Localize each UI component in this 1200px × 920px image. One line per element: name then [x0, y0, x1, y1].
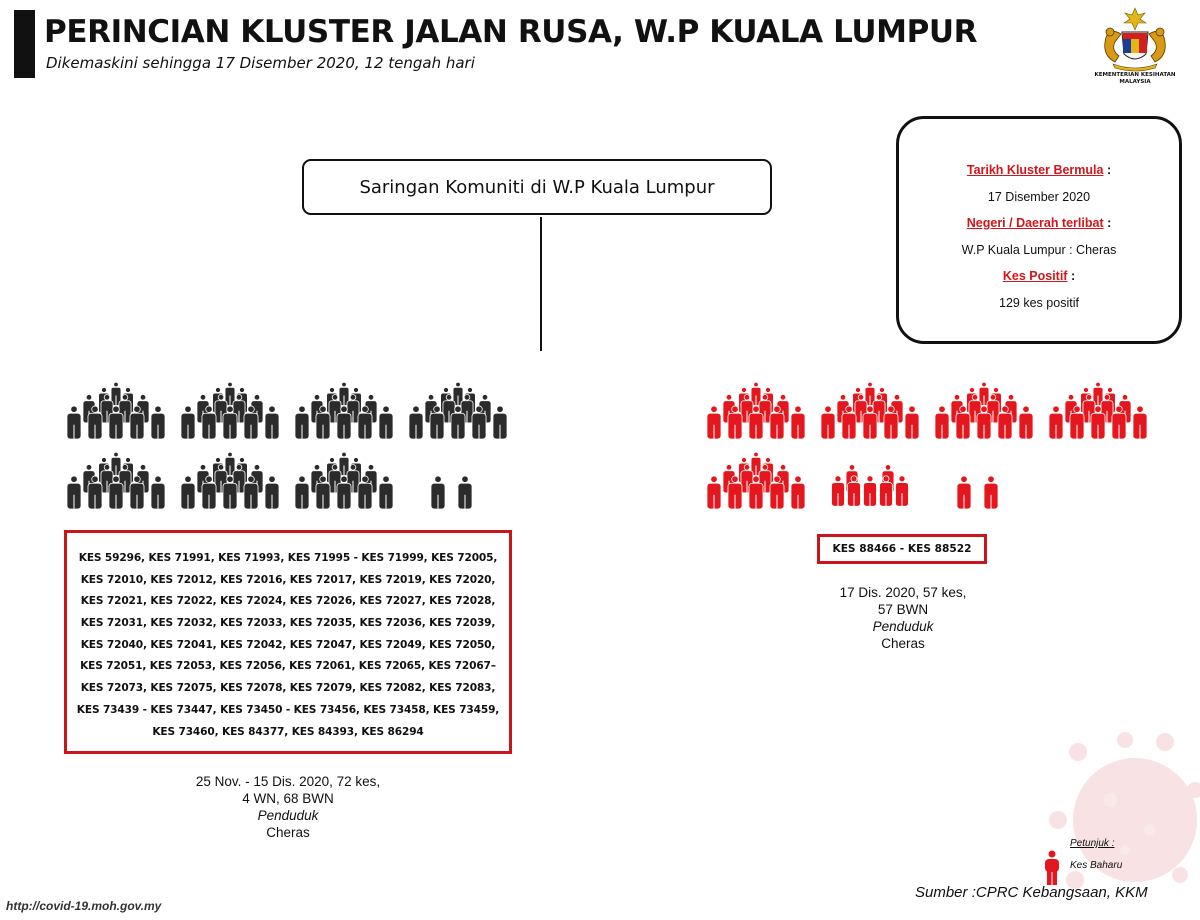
info-item-positive: Kes Positif :: [1002, 269, 1076, 283]
crowd-10-cases-icon: [66, 451, 166, 510]
person-1-case-icon: [956, 475, 972, 510]
case-list-line: KES 73439 - KES 73447, KES 73450 - KES 7…: [76, 703, 500, 716]
page-subtitle: Dikemaskini sehingga 17 Disember 2020, 1…: [46, 54, 475, 72]
title-accent-bar: [14, 10, 35, 78]
data-source: Sumber :CPRC Kebangsaan, KKM: [915, 884, 1148, 901]
coat-of-arms-icon: [1104, 7, 1166, 72]
ministry-logo: KEMENTERIAN KESIHATAN MALAYSIA: [1085, 6, 1185, 90]
tree-connector-line: [540, 217, 542, 351]
crowd-10-cases-icon: [66, 381, 166, 440]
group-category: Penduduk: [872, 619, 934, 634]
group-nationality: 4 WN, 68 BWN: [242, 791, 334, 806]
case-list-line: KES 59296, KES 71991, KES 71993, KES 719…: [78, 552, 498, 564]
crowd-10-cases-icon: [294, 451, 394, 510]
crowd-10-cases-icon: [706, 381, 806, 440]
case-list-box-group-1: KES 59296, KES 71991, KES 71993, KES 719…: [64, 530, 512, 754]
case-list-line: KES 72051, KES 72053, KES 72056, KES 720…: [80, 660, 496, 673]
cluster-info-box: Tarikh Kluster Bermula : 17 Disember 202…: [896, 116, 1182, 344]
crowd-10-cases-icon: [934, 381, 1034, 440]
case-list-line: KES 72031, KES 72032, KES 72033, KES 720…: [80, 617, 496, 630]
case-list-line: KES 73460, KES 84377, KES 84393, KES 862…: [152, 725, 424, 738]
crowd-10-cases-icon: [180, 451, 280, 510]
group-nationality: 57 BWN: [877, 602, 929, 617]
case-list-line: KES 72021, KES 72022, KES 72024, KES 720…: [80, 595, 496, 608]
group-date-count: 25 Nov. - 15 Dis. 2020, 72 kes,: [195, 774, 381, 789]
info-value: W.P Kuala Lumpur : Cheras: [961, 242, 1117, 257]
case-list-line: KES 72010, KES 72012, KES 72016, KES 720…: [80, 573, 496, 586]
legend-label: Kes Baharu: [1070, 860, 1123, 871]
info-value: 17 Disember 2020: [987, 189, 1091, 204]
crowd-10-cases-icon: [408, 381, 508, 440]
logo-text-line-1: KEMENTERIAN KESIHATAN: [1094, 72, 1176, 78]
crowd-10-cases-icon: [294, 381, 394, 440]
case-list-line: KES 72073, KES 72075, KES 72078, KES 720…: [80, 682, 496, 695]
crowd-5-cases-icon: [831, 464, 909, 507]
group-1-description: 25 Nov. - 15 Dis. 2020, 72 kes, 4 WN, 68…: [158, 773, 418, 841]
group-date-count: 17 Dis. 2020, 57 kes,: [839, 585, 967, 600]
info-label: Tarikh Kluster Bermula: [966, 163, 1104, 177]
logo-text-line-2: MALAYSIA: [1119, 79, 1151, 85]
info-label: Negeri / Daerah terlibat: [966, 216, 1104, 230]
group-category: Penduduk: [257, 808, 319, 823]
person-1-case-icon: [430, 475, 446, 510]
person-1-case-icon: [983, 475, 999, 510]
info-value: 129 kes positif: [999, 295, 1079, 310]
crowd-10-cases-icon: [1048, 381, 1148, 440]
new-case-person-icon: [1045, 850, 1059, 885]
crowd-10-cases-icon: [820, 381, 920, 440]
info-item-area: Negeri / Daerah terlibat :: [966, 216, 1112, 230]
legend-title: Petunjuk :: [1070, 838, 1115, 849]
case-list-line: KES 72040, KES 72041, KES 72042, KES 720…: [80, 638, 496, 651]
page-title: PERINCIAN KLUSTER JALAN RUSA, W.P KUALA …: [44, 14, 978, 50]
crowd-10-cases-icon: [706, 451, 806, 510]
crowd-10-cases-icon: [180, 381, 280, 440]
screening-source-node: Saringan Komuniti di W.P Kuala Lumpur: [302, 159, 772, 215]
group-location: Cheras: [266, 825, 310, 840]
group-location: Cheras: [881, 636, 925, 651]
info-item-start-date: Tarikh Kluster Bermula :: [966, 163, 1112, 177]
group-2-description: 17 Dis. 2020, 57 kes, 57 BWN Penduduk Ch…: [773, 584, 1033, 652]
case-list-box-group-2: KES 88466 - KES 88522: [817, 534, 987, 564]
person-1-case-icon: [457, 475, 473, 510]
info-label: Kes Positif: [1002, 269, 1068, 283]
website-url: http://covid-19.moh.gov.my: [6, 899, 162, 913]
